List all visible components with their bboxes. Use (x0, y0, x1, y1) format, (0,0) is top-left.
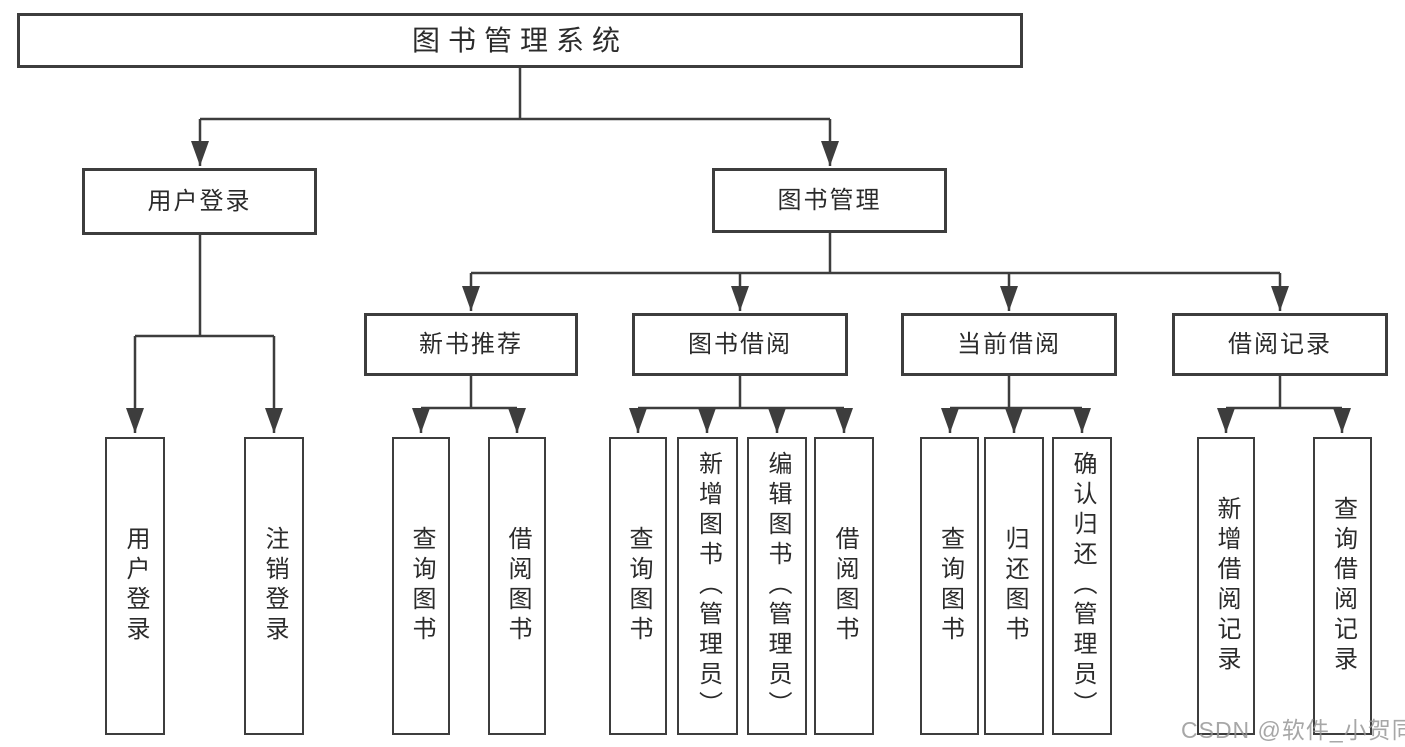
node-new-book-recommend: 新书推荐 (364, 313, 578, 376)
connector-borrow-records (1217, 376, 1351, 433)
leaf-add-borrow-record: 新增借阅记录 (1197, 437, 1255, 735)
connector-current-borrowing (941, 376, 1091, 433)
connector-new-book-recommend (412, 376, 526, 433)
leaf-user-login: 用户登录 (105, 437, 165, 735)
leaf-edit-books-admin: 编辑图书（管理员） (747, 437, 807, 735)
node-library-system: 图书管理系统 (17, 13, 1023, 68)
node-book-borrowing: 图书借阅 (632, 313, 848, 376)
connector-user-login (126, 235, 283, 433)
leaf-return-books: 归还图书 (984, 437, 1044, 735)
node-book-management: 图书管理 (712, 168, 947, 233)
leaf-add-books-admin: 新增图书（管理员） (677, 437, 738, 735)
leaf-query-books-current: 查询图书 (920, 437, 979, 735)
leaf-borrow-books-borrowing: 借阅图书 (814, 437, 874, 735)
csdn-watermark: CSDN @软件_小贺同学 (1181, 717, 1405, 743)
leaf-query-borrow-record: 查询借阅记录 (1313, 437, 1372, 735)
leaf-confirm-return-admin: 确认归还（管理员） (1052, 437, 1112, 735)
leaf-logout: 注销登录 (244, 437, 304, 735)
leaf-query-books-recommend: 查询图书 (392, 437, 450, 735)
leaf-borrow-books-recommend: 借阅图书 (488, 437, 546, 735)
connector-root (191, 68, 839, 166)
node-user-login: 用户登录 (82, 168, 317, 235)
node-borrow-records: 借阅记录 (1172, 313, 1388, 376)
connector-book-borrowing (629, 376, 853, 433)
leaf-query-books-borrowing: 查询图书 (609, 437, 667, 735)
connector-book-management (462, 233, 1289, 311)
node-current-borrowing: 当前借阅 (901, 313, 1117, 376)
